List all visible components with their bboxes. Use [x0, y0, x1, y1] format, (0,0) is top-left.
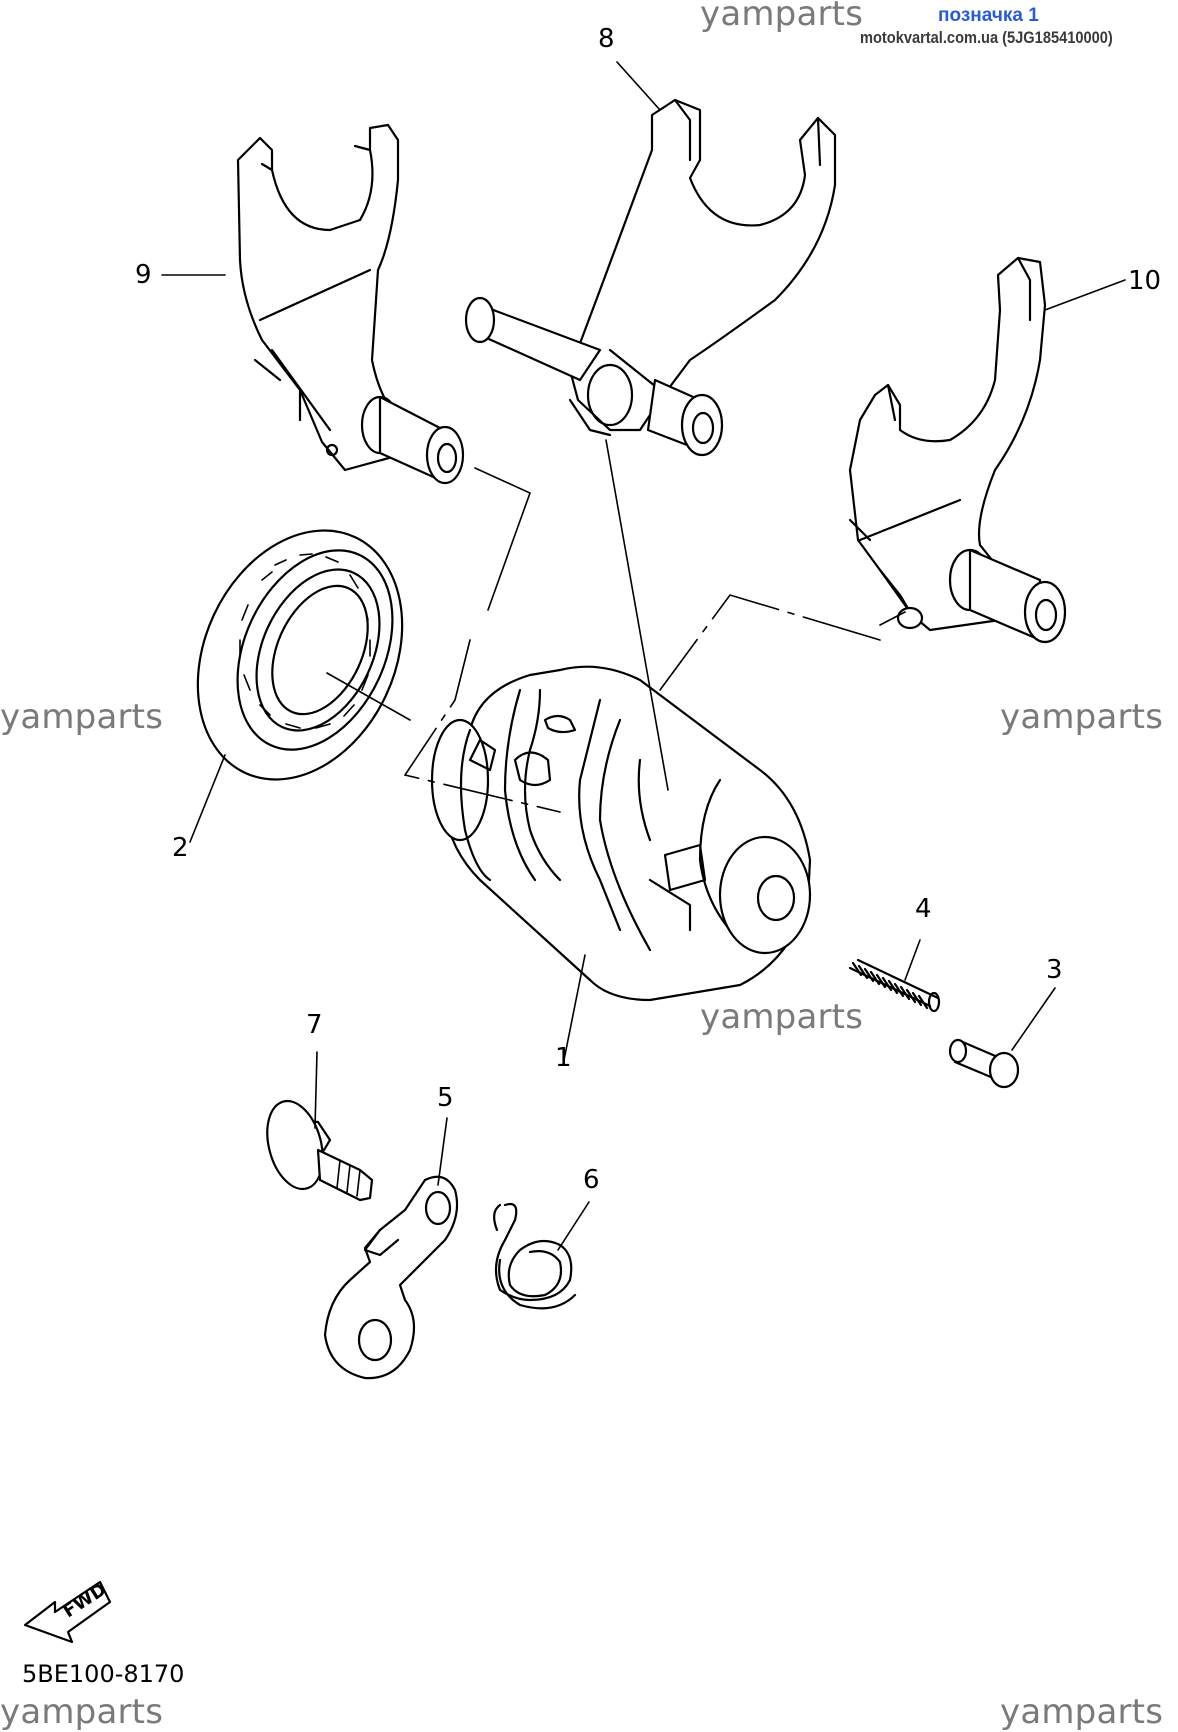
callout-6: 6 [583, 1165, 600, 1195]
shift-fork-8 [464, 98, 837, 457]
leader-lines [161, 61, 1126, 1251]
callout-3: 3 [1046, 955, 1063, 985]
spring-4 [848, 958, 941, 1013]
fwd-arrow-icon: FWD [23, 1579, 112, 1644]
watermark-top: yamparts [700, 0, 864, 34]
stopper-lever-5 [323, 1175, 459, 1380]
bearing-2 [196, 529, 404, 781]
assembly-dashed-lines [403, 439, 906, 813]
callout-4: 4 [915, 894, 932, 924]
shift-fork-9 [236, 123, 465, 485]
pin-3 [948, 1038, 1020, 1089]
callout-2: 2 [172, 833, 189, 863]
diagram-code: 5BE100-8170 [22, 1660, 185, 1688]
watermark-right: yamparts [1000, 697, 1164, 737]
shift-drum-1 [430, 665, 812, 1002]
callout-5: 5 [437, 1083, 454, 1113]
callout-9: 9 [135, 260, 152, 290]
header-site: motokvartal.com.ua (5JG185410000) [860, 28, 1113, 47]
callout-10: 10 [1128, 266, 1162, 296]
callout-7: 7 [306, 1010, 323, 1040]
callout-1: 1 [555, 1043, 572, 1073]
callout-8: 8 [598, 24, 615, 54]
watermark-left: yamparts [0, 697, 164, 737]
watermark-center: yamparts [700, 997, 864, 1037]
header-tag: позначка 1 [938, 5, 1039, 26]
shift-fork-10 [848, 256, 1067, 644]
bolt-7 [266, 1099, 374, 1202]
watermark-bottom-left: yamparts [0, 1692, 164, 1732]
watermark-bottom-right: yamparts [1000, 1692, 1164, 1732]
torsion-spring-6 [493, 1202, 577, 1310]
